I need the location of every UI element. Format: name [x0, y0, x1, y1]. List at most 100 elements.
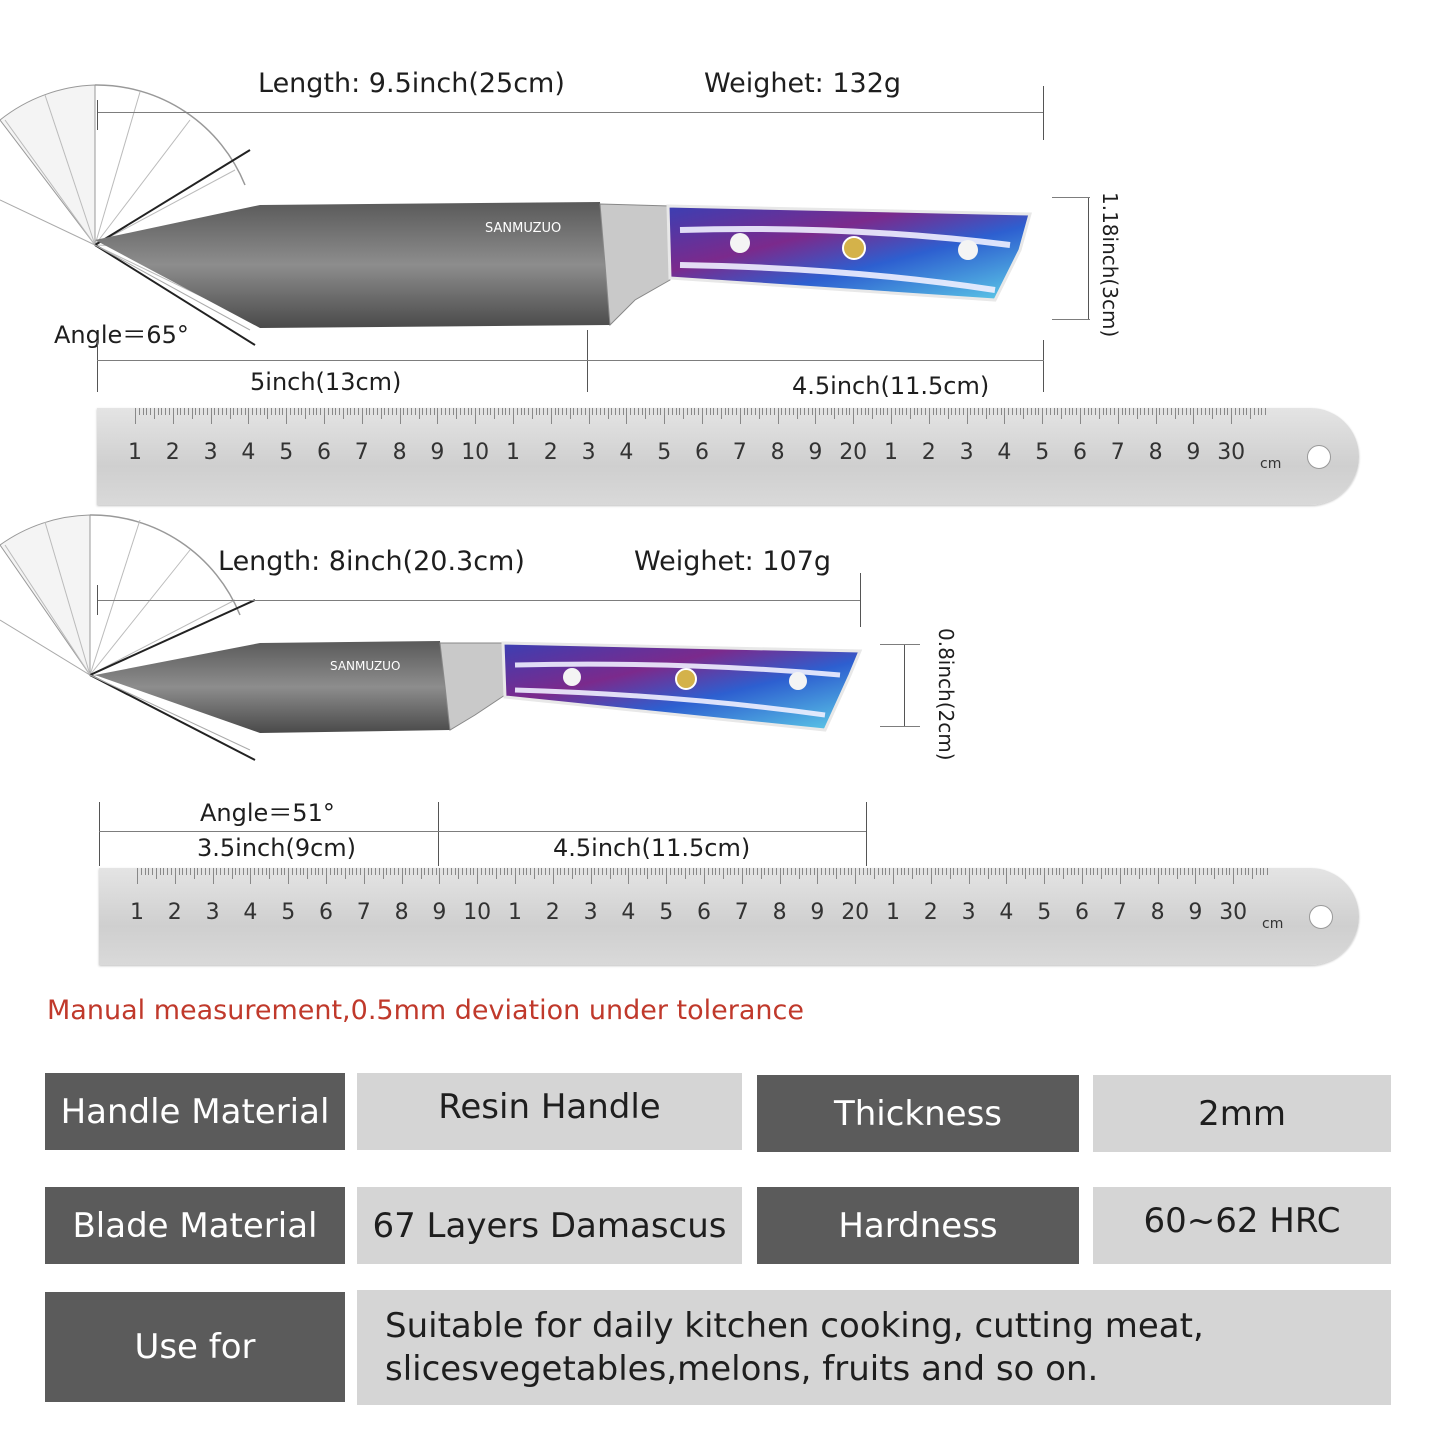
ruler-minor-tick: [685, 868, 687, 879]
ruler-tick: [704, 868, 705, 884]
ruler-minor-tick: [773, 408, 775, 415]
ruler-minor-tick: [947, 408, 949, 419]
ruler-minor-tick: [535, 408, 537, 415]
ruler-minor-tick: [1216, 408, 1218, 415]
ruler-tick: [437, 408, 439, 424]
ruler-minor-tick: [872, 408, 874, 419]
ruler-minor-tick: [783, 868, 785, 875]
ruler-minor-tick: [1000, 408, 1002, 415]
ruler-minor-tick: [605, 868, 607, 875]
ruler-minor-tick: [889, 868, 891, 875]
weight-label-small: Weighet: 107g: [634, 546, 832, 577]
ruler-minor-tick: [1200, 408, 1202, 415]
ruler-minor-tick: [450, 868, 452, 875]
ruler-minor-tick: [1002, 868, 1004, 875]
ruler-minor-tick: [273, 868, 275, 875]
ruler-minor-tick: [866, 868, 868, 875]
ruler-minor-tick: [671, 408, 673, 415]
ruler-minor-tick: [1204, 408, 1206, 415]
ruler-minor-tick: [692, 868, 694, 875]
ruler-minor-tick: [613, 868, 615, 875]
ruler-minor-tick: [191, 408, 193, 419]
ruler-minor-tick: [1189, 408, 1191, 415]
ruler-minor-tick: [490, 408, 492, 415]
ruler-minor-tick: [898, 408, 900, 415]
ruler-minor-tick: [152, 868, 154, 875]
ruler-minor-tick: [499, 868, 501, 875]
ruler-number: 5: [659, 900, 674, 925]
ruler-tick: [968, 868, 970, 884]
ruler-minor-tick: [480, 868, 482, 875]
ruler-minor-tick: [473, 868, 475, 875]
ruler-minor-tick: [299, 868, 301, 875]
ruler-tick: [1193, 408, 1195, 424]
ruler-number: 9: [808, 440, 823, 465]
ruler-minor-tick: [749, 868, 751, 875]
ruler-tick: [702, 408, 703, 424]
ruler-minor-tick: [1087, 408, 1089, 415]
ruler-number: 7: [734, 900, 749, 925]
ruler-minor-tick: [1212, 408, 1214, 419]
ruler-minor-tick: [322, 868, 324, 875]
ruler-minor-tick: [1047, 868, 1049, 875]
ruler-minor-tick: [883, 408, 885, 415]
ruler-minor-tick: [996, 408, 998, 415]
ruler-minor-tick: [575, 868, 577, 875]
ruler-minor-tick: [719, 868, 721, 875]
ruler-number: 2: [545, 900, 560, 925]
use-for-value: Suitable for daily kitchen cooking, cutt…: [357, 1290, 1391, 1405]
ruler-minor-tick: [991, 868, 993, 875]
ruler-minor-tick: [333, 868, 335, 875]
ruler-number: 20: [839, 440, 868, 465]
ruler-minor-tick: [471, 408, 473, 415]
ruler-minor-tick: [1180, 868, 1182, 875]
ruler-minor-tick: [1057, 408, 1059, 415]
ruler-minor-tick: [571, 868, 573, 879]
ruler-minor-tick: [743, 408, 745, 415]
ruler-minor-tick: [745, 868, 747, 875]
ruler-minor-tick: [462, 868, 464, 875]
ruler-minor-tick: [645, 408, 647, 419]
length-dimension-start-small: [97, 585, 98, 615]
ruler-minor-tick: [974, 408, 976, 415]
blade-handle-dimension-line: [97, 360, 1044, 361]
ruler-minor-tick: [790, 868, 792, 875]
ruler-minor-tick: [289, 408, 291, 415]
ruler-minor-tick: [235, 868, 237, 875]
ruler-number: 7: [354, 440, 369, 465]
ruler-minor-tick: [242, 868, 244, 875]
ruler-minor-tick: [896, 868, 898, 875]
ruler-minor-tick: [788, 408, 790, 415]
ruler-minor-tick: [690, 408, 692, 415]
ruler-minor-tick: [717, 408, 719, 415]
ruler-number: 4: [241, 440, 256, 465]
ruler-minor-tick: [804, 408, 806, 415]
ruler-number: 2: [167, 900, 182, 925]
ruler-number: 6: [319, 900, 333, 925]
ruler-minor-tick: [1191, 868, 1193, 875]
ruler-tick: [361, 408, 363, 424]
angle-label: Angle＝65°: [54, 321, 189, 349]
ruler-minor-tick: [424, 868, 426, 875]
hardness-value: 60~62 HRC: [1093, 1187, 1391, 1264]
ruler-minor-tick: [1032, 868, 1034, 875]
ruler-minor-tick: [435, 868, 437, 875]
ruler-minor-tick: [751, 408, 753, 415]
ruler-minor-tick: [443, 868, 445, 875]
ruler-minor-tick: [611, 408, 613, 415]
ruler-number: 3: [583, 900, 598, 925]
ruler-number: 1: [884, 440, 898, 465]
ruler-number: 30: [1219, 900, 1248, 925]
ruler-minor-tick: [565, 408, 567, 415]
ruler-number: 6: [317, 440, 331, 465]
ruler-minor-tick: [630, 408, 632, 415]
ruler-minor-tick: [715, 868, 717, 875]
ruler-minor-tick: [1070, 868, 1072, 875]
ruler-minor-tick: [834, 408, 836, 419]
ruler-minor-tick: [1132, 408, 1134, 415]
ruler-minor-tick: [977, 408, 979, 415]
ruler-minor-tick: [269, 868, 271, 879]
ruler-minor-tick: [724, 408, 726, 415]
ruler-minor-tick: [696, 868, 698, 875]
ruler-minor-tick: [1102, 408, 1104, 415]
